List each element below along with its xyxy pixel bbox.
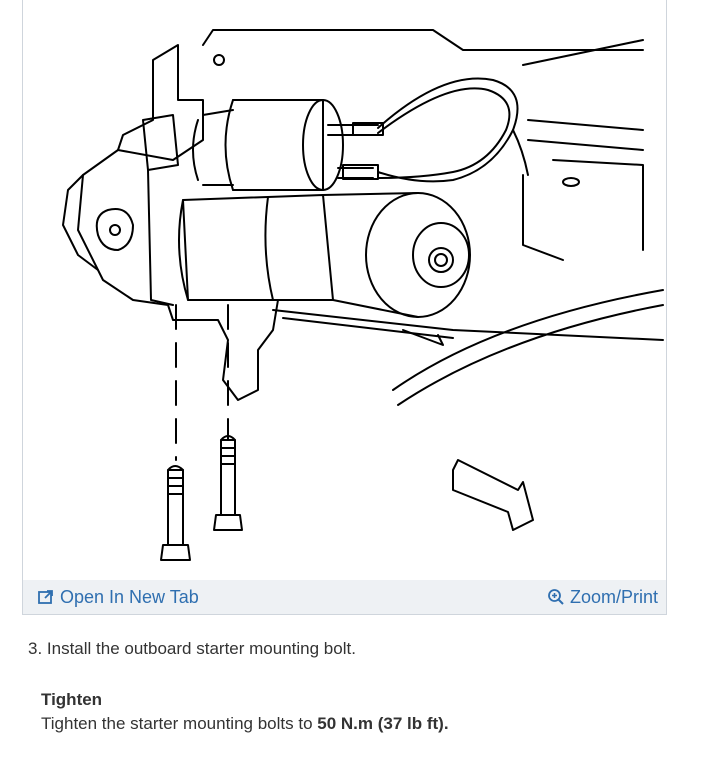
- figure-toolbar: Open In New Tab Zoom/Print: [23, 580, 666, 614]
- tighten-instruction: Tighten the starter mounting bolts to 50…: [41, 714, 449, 734]
- starter-motor-diagram: [62, 29, 664, 561]
- open-in-new-tab-link[interactable]: Open In New Tab: [37, 585, 199, 609]
- solenoid: [232, 99, 324, 191]
- long-bolt: [167, 469, 184, 546]
- external-link-icon: [38, 590, 53, 604]
- engine-block: [77, 44, 279, 401]
- tighten-prefix: Tighten the starter mounting bolts to: [41, 714, 318, 733]
- torque-spec: 50 N.m (37 lb ft).: [317, 714, 449, 733]
- open-in-new-tab-label: Open In New Tab: [60, 587, 199, 607]
- step-instruction: 3. Install the outboard starter mounting…: [28, 639, 356, 658]
- zoom-print-label: Zoom/Print: [569, 587, 658, 607]
- zoom-in-icon: [548, 589, 564, 605]
- front-arrow: [452, 459, 534, 531]
- short-bolt: [220, 439, 236, 516]
- starter-body: [182, 194, 334, 301]
- figure-card: Open In New Tab Zoom/Print: [22, 0, 667, 615]
- tighten-heading: Tighten: [41, 690, 103, 709]
- zoom-print-link[interactable]: Zoom/Print: [547, 585, 658, 609]
